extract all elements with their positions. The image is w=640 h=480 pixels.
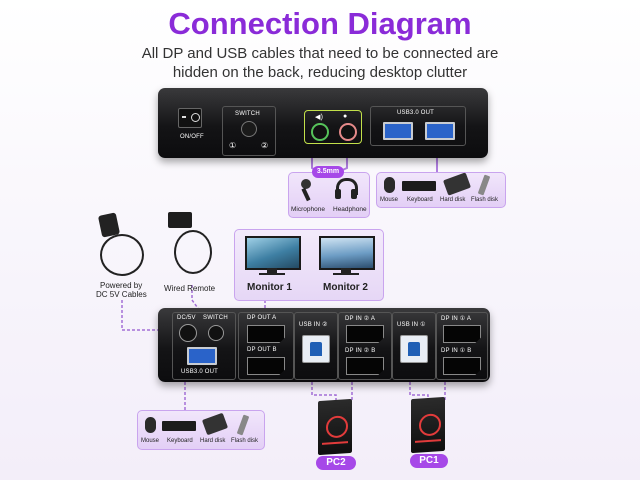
dp-in-2a-port[interactable] <box>346 325 384 343</box>
page-subtitle: All DP and USB cables that need to be co… <box>0 44 640 82</box>
bottom-flash-disk-icon <box>236 414 250 436</box>
bottom-keyboard-icon <box>162 421 196 431</box>
usb-b-port-2[interactable] <box>302 335 330 363</box>
usb-b-port-1[interactable] <box>400 335 428 363</box>
kvm-back-panel: DC/5V SWITCH USB3.0 OUT DP OUT A DP OUT … <box>158 308 490 382</box>
pc2-label: PC2 <box>316 456 356 470</box>
monitor-2-icon <box>319 236 375 276</box>
wired-remote-icon <box>166 212 218 276</box>
usb-in-1-label: USB IN ① <box>397 322 426 328</box>
power-switch[interactable] <box>178 108 202 128</box>
microphone-label: Microphone <box>291 206 325 213</box>
dp-out-a-port[interactable] <box>247 325 285 343</box>
switch-number-2: ② <box>261 141 269 150</box>
dp-out-b-label: DP OUT B <box>247 347 277 353</box>
dp-out-a-label: DP OUT A <box>247 315 277 321</box>
bottom-mouse-label: Mouse <box>141 438 160 444</box>
dp-in-2a-label: DP IN ② A <box>345 316 376 322</box>
audio-module: ◀) ● <box>304 110 362 144</box>
bottom-flash-disk-label: Flash disk <box>231 438 259 444</box>
power-label-1: Powered by <box>100 281 143 290</box>
kvm-front-panel: ON/OFF SWITCH ① ② ◀) ● USB3.0 OUT <box>158 88 488 158</box>
monitor-1-icon <box>245 236 301 276</box>
audio-3.5mm-badge: 3.5mm <box>312 166 344 178</box>
microphone-icon <box>299 179 313 202</box>
bottom-keyboard-label: Keyboard <box>167 438 193 444</box>
dp-in-1b-port[interactable] <box>443 357 481 375</box>
top-mouse-label: Mouse <box>380 197 399 203</box>
wired-remote-label: Wired Remote <box>164 284 216 293</box>
top-hard-disk-label: Hard disk <box>440 197 466 203</box>
usb-in-2-label: USB IN ② <box>299 322 328 328</box>
dp-in-2b-port[interactable] <box>346 357 384 375</box>
back-usb-a-port[interactable] <box>187 347 217 365</box>
bottom-hard-disk-icon <box>201 412 229 436</box>
speaker-icon: ◀) <box>315 114 324 121</box>
dp-in-2-module: DP IN ② A DP IN ② B <box>338 312 392 380</box>
pc1-label: PC1 <box>410 454 448 468</box>
dc-switch-module: DC/5V SWITCH USB3.0 OUT <box>172 312 236 380</box>
pc2-tower-icon <box>318 398 352 456</box>
bottom-peripherals-box: Mouse Keyboard Hard disk Flash disk <box>137 410 265 450</box>
page-title: Connection Diagram <box>168 6 472 41</box>
top-peripherals-box: Mouse Keyboard Hard disk Flash disk <box>376 172 506 208</box>
audio-devices-box: Microphone Headphone <box>288 172 370 218</box>
power-label-2: DC 5V Cables <box>96 290 147 299</box>
hard-disk-icon <box>442 172 472 196</box>
bottom-hard-disk-label: Hard disk <box>200 438 226 444</box>
dp-in-2b-label: DP IN ② B <box>345 348 376 354</box>
switch-label: SWITCH <box>235 111 260 117</box>
headphone-label: Headphone <box>333 206 367 213</box>
usb-out-module: USB3.0 OUT <box>370 106 466 146</box>
dp-in-1a-port[interactable] <box>443 325 481 343</box>
switch-number-1: ① <box>229 141 237 150</box>
monitors-box: Monitor 1 Monitor 2 <box>234 229 384 301</box>
usb-out-label: USB3.0 OUT <box>397 110 435 116</box>
dc-jack[interactable] <box>179 324 197 342</box>
back-switch-label: SWITCH <box>203 315 228 321</box>
back-usb-out-label: USB3.0 OUT <box>181 369 219 375</box>
top-keyboard-label: Keyboard <box>407 197 433 203</box>
headphone-icon <box>335 178 358 200</box>
dp-in-1-module: DP IN ① A DP IN ① B <box>436 312 488 380</box>
usb-a-port-2[interactable] <box>425 122 455 140</box>
subtitle-line-1: All DP and USB cables that need to be co… <box>141 45 499 62</box>
dp-out-module: DP OUT A DP OUT B <box>238 312 294 380</box>
power-adapter-icon <box>96 212 146 276</box>
dp-out-b-port[interactable] <box>247 357 285 375</box>
bottom-mouse-icon <box>145 417 156 433</box>
flash-disk-icon <box>477 174 491 196</box>
switch-button[interactable] <box>241 121 257 137</box>
usb-in-2-module: USB IN ② <box>294 312 338 380</box>
pc1-tower-icon <box>411 396 445 454</box>
headphone-jack[interactable] <box>311 123 329 141</box>
mouse-icon <box>384 177 395 193</box>
monitor-1-label: Monitor 1 <box>247 282 292 293</box>
microphone-jack[interactable] <box>339 123 357 141</box>
monitor-2-label: Monitor 2 <box>323 282 368 293</box>
usb-a-port-1[interactable] <box>383 122 413 140</box>
remote-port[interactable] <box>208 325 224 341</box>
keyboard-icon <box>402 181 436 191</box>
power-label: ON/OFF <box>180 134 204 140</box>
top-flash-disk-label: Flash disk <box>471 197 499 203</box>
subtitle-line-2: hidden on the back, reducing desktop clu… <box>172 64 468 81</box>
switch-module: SWITCH ① ② <box>222 106 276 156</box>
mic-icon: ● <box>343 113 348 120</box>
dc-label: DC/5V <box>177 315 196 321</box>
usb-in-1-module: USB IN ① <box>392 312 436 380</box>
dp-in-1b-label: DP IN ① B <box>441 348 472 354</box>
dp-in-1a-label: DP IN ① A <box>441 316 472 322</box>
